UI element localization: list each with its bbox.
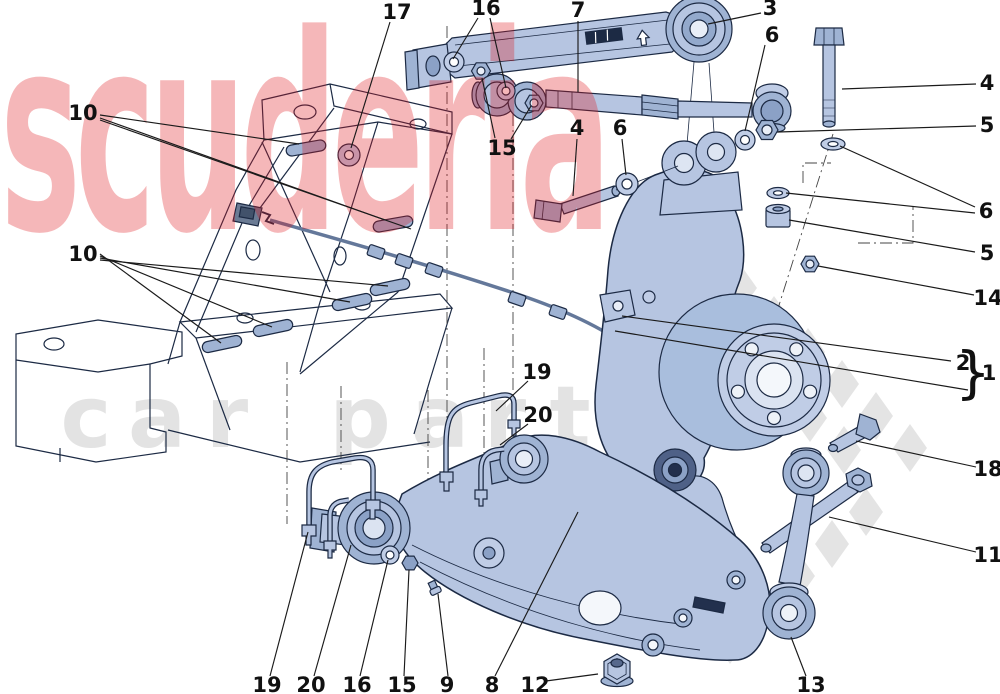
washer-17 [337, 143, 361, 167]
callout-20: 20 [523, 403, 553, 427]
callout-5: 5 [979, 241, 995, 265]
lower-control-arm [309, 434, 771, 661]
callout-16: 16 [342, 673, 372, 694]
flanged-nut-12 [600, 653, 634, 688]
callout-11: 11 [973, 543, 1000, 567]
watermark-letter: a [127, 368, 187, 468]
callout-3: 3 [762, 0, 778, 20]
knuckle-bushing [653, 448, 697, 492]
wheel-hub [658, 293, 831, 451]
rear-bushing [489, 434, 549, 485]
toe-link [471, 73, 792, 151]
callout-10: 10 [68, 242, 98, 266]
callout-15: 15 [387, 673, 417, 694]
callout-4: 4 [569, 116, 585, 140]
callout-10: 10 [68, 101, 98, 125]
callout-2: 2 [955, 351, 971, 375]
direction-arrow-icon [636, 29, 651, 47]
watermark-letter: a [410, 368, 470, 468]
callout-20: 20 [296, 673, 326, 694]
callout-19: 19 [252, 673, 282, 694]
callout-16: 16 [471, 0, 501, 20]
callout-4: 4 [979, 71, 995, 95]
camber-bolt [533, 165, 679, 223]
watermark-brand: scuderia [0, 0, 611, 294]
callout-6: 6 [612, 116, 628, 140]
assembly-brace: } [955, 340, 991, 406]
part-label-barcode [584, 27, 624, 45]
retaining-clips [301, 392, 521, 559]
callout-12: 12 [520, 673, 550, 694]
callout-18: 18 [973, 457, 1000, 481]
callout-8: 8 [484, 673, 500, 694]
callout-6: 6 [764, 23, 780, 47]
callout-17: 17 [382, 0, 412, 24]
callout-5: 5 [979, 113, 995, 137]
callout-6: 6 [978, 199, 994, 223]
grease-screw [427, 579, 442, 596]
watermark-letter: r [205, 368, 249, 468]
watermark-letter: c [60, 368, 112, 468]
callout-14: 14 [973, 286, 1000, 310]
tie-link-13 [762, 447, 830, 640]
callout-1: 1 [981, 361, 997, 385]
callout-13: 13 [796, 673, 826, 694]
bolt-18 [827, 413, 881, 453]
callout-7: 7 [570, 0, 586, 22]
upper-arm [404, 0, 733, 157]
mounting-studs [201, 139, 414, 354]
callout-15: 15 [487, 136, 517, 160]
subframe-bracket [15, 83, 454, 463]
callout-9: 9 [439, 673, 455, 694]
watermark-letter: p [329, 368, 391, 468]
callout-19: 19 [522, 360, 552, 384]
bolt-washer-stack [765, 27, 846, 273]
